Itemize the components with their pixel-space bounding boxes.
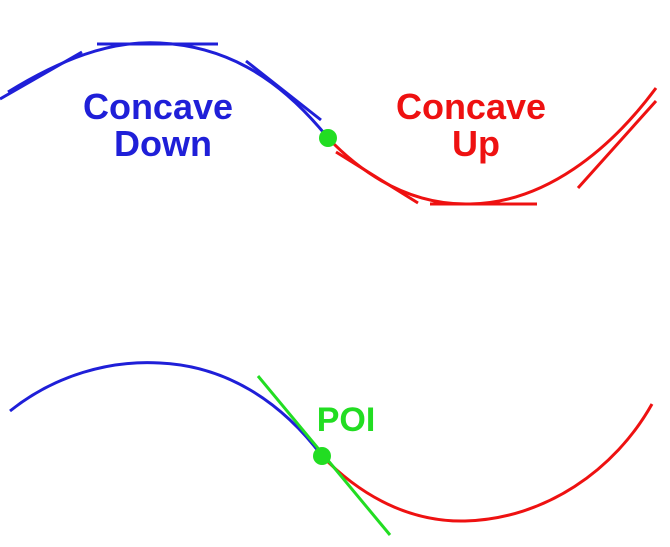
concave-down-label-line1: Concave — [83, 86, 233, 127]
tangent-line-up-right — [576, 99, 658, 190]
inflection-point-bottom — [313, 447, 331, 465]
concave-up-label-line2: Up — [452, 123, 500, 164]
tangent-line-up-left — [335, 150, 419, 205]
concave-up-label-line1: Concave — [396, 86, 546, 127]
tangent-line-down-right — [245, 59, 322, 122]
bottom-panel: POI — [9, 361, 654, 536]
tangent-line-down-left — [0, 50, 83, 101]
inflection-point-top — [319, 129, 337, 147]
concave-up-label: Concave Up — [396, 86, 556, 164]
top-panel: Concave Down Concave Up — [0, 41, 658, 206]
poi-label: POI — [317, 401, 376, 439]
concave-up-curve-bottom — [320, 403, 654, 523]
concave-down-curve-bottom — [9, 361, 324, 457]
concave-down-label-line2: Down — [114, 123, 212, 164]
concave-down-label: Concave Down — [83, 86, 243, 164]
